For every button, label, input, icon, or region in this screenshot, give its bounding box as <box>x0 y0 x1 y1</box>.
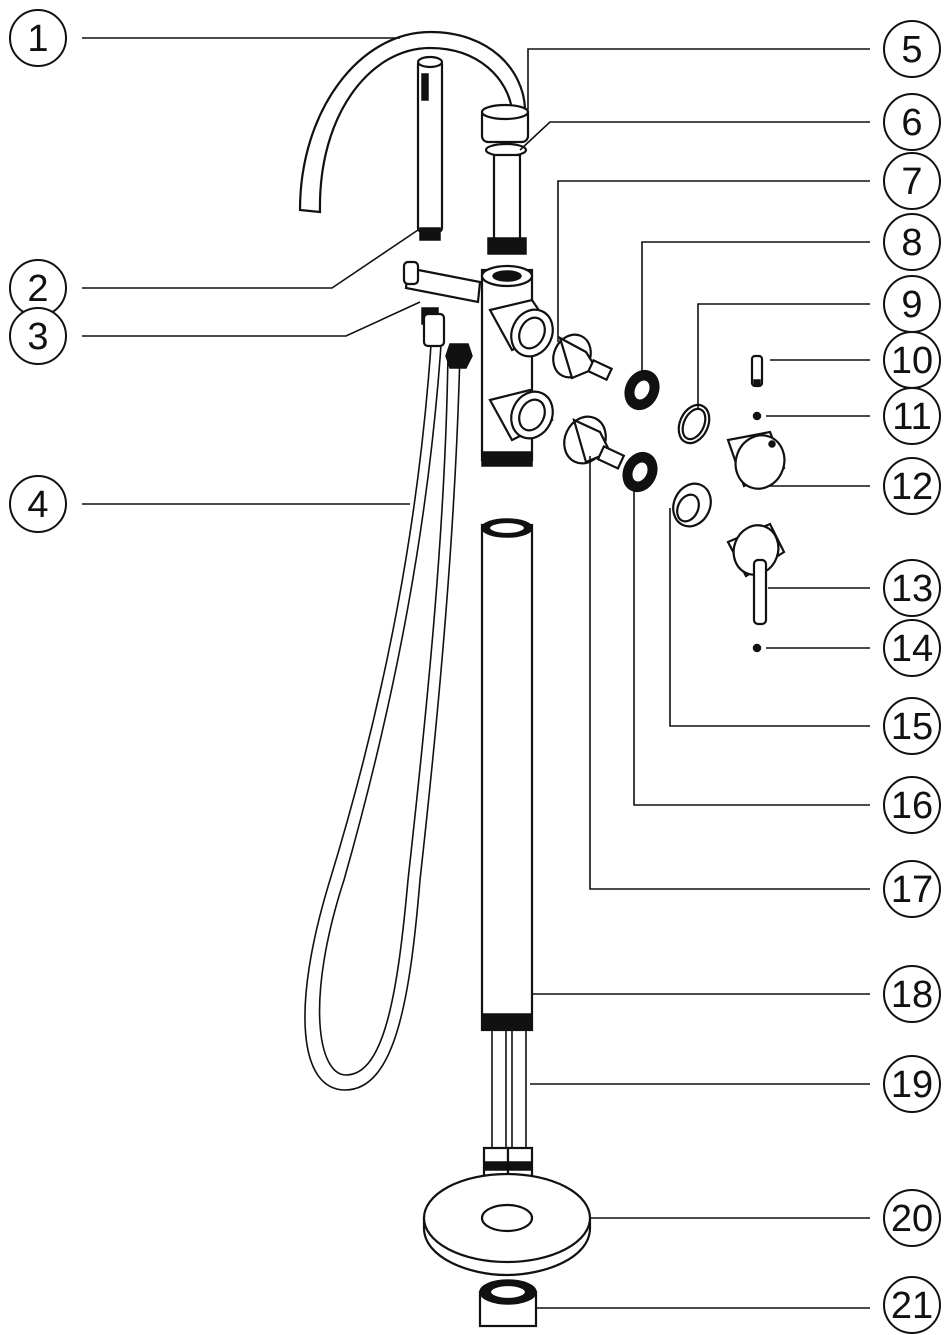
mixer-body-part <box>480 264 554 467</box>
callout-9-label: 9 <box>901 284 922 326</box>
handle-pin-part <box>750 354 764 388</box>
hand-shower-part <box>416 55 444 241</box>
callout-18-label: 18 <box>891 974 933 1016</box>
callout-20-label: 20 <box>891 1198 933 1240</box>
callout-2: 2 <box>9 259 67 317</box>
callout-11: 11 <box>883 387 941 445</box>
leader-lines <box>82 37 870 1309</box>
callout-17: 17 <box>883 860 941 918</box>
callout-14: 14 <box>883 619 941 677</box>
callout-12: 12 <box>883 457 941 515</box>
callout-14-label: 14 <box>891 628 933 670</box>
oring-part <box>677 403 711 445</box>
lower-nut-part <box>622 451 658 493</box>
diverter-cartridge-part <box>552 333 614 382</box>
lever-screw-part <box>752 643 762 653</box>
callout-8: 8 <box>883 213 941 271</box>
shower-hose-part <box>304 312 473 1091</box>
callout-13-label: 13 <box>891 568 933 610</box>
spout-nut-part <box>480 103 530 144</box>
callout-2-label: 2 <box>27 268 48 310</box>
flexible-connectors-part <box>482 1030 534 1184</box>
callout-15: 15 <box>883 697 941 755</box>
callout-1-label: 1 <box>27 18 48 60</box>
callout-21-label: 21 <box>891 1285 933 1327</box>
callout-7-label: 7 <box>901 161 922 203</box>
callout-19-label: 19 <box>891 1064 933 1106</box>
callout-12-label: 12 <box>891 466 933 508</box>
callout-9: 9 <box>883 275 941 333</box>
callout-21: 21 <box>883 1276 941 1334</box>
callout-6: 6 <box>883 93 941 151</box>
callout-10: 10 <box>883 331 941 389</box>
callout-7: 7 <box>883 152 941 210</box>
callout-10-label: 10 <box>891 340 933 382</box>
diverter-knob-part <box>726 430 786 490</box>
callout-19: 19 <box>883 1055 941 1113</box>
callout-8-label: 8 <box>901 222 922 264</box>
callout-16-label: 16 <box>891 785 933 827</box>
callout-15-label: 15 <box>891 706 933 748</box>
callout-17-label: 17 <box>891 869 933 911</box>
column-tube-part <box>480 518 534 1032</box>
callout-11-label: 11 <box>892 396 931 438</box>
callout-18: 18 <box>883 965 941 1023</box>
callout-20: 20 <box>883 1189 941 1247</box>
callout-5-label: 5 <box>901 29 922 71</box>
callout-4: 4 <box>9 475 67 533</box>
callout-3: 3 <box>9 307 67 365</box>
spout-riser-part <box>487 153 527 255</box>
base-nut-part <box>478 1279 538 1328</box>
upper-nut-part <box>624 369 660 411</box>
callout-1: 1 <box>9 9 67 67</box>
lever-handle-part <box>726 522 786 626</box>
grub-screw-part <box>752 411 762 421</box>
callout-13: 13 <box>883 559 941 617</box>
cover-sleeve-part <box>672 482 712 528</box>
callout-16: 16 <box>883 776 941 834</box>
base-plate-part <box>422 1172 592 1277</box>
callout-4-label: 4 <box>27 484 48 526</box>
callout-3-label: 3 <box>27 316 48 358</box>
mixer-cartridge-part <box>563 415 626 470</box>
callout-6-label: 6 <box>901 102 922 144</box>
callout-5: 5 <box>883 20 941 78</box>
